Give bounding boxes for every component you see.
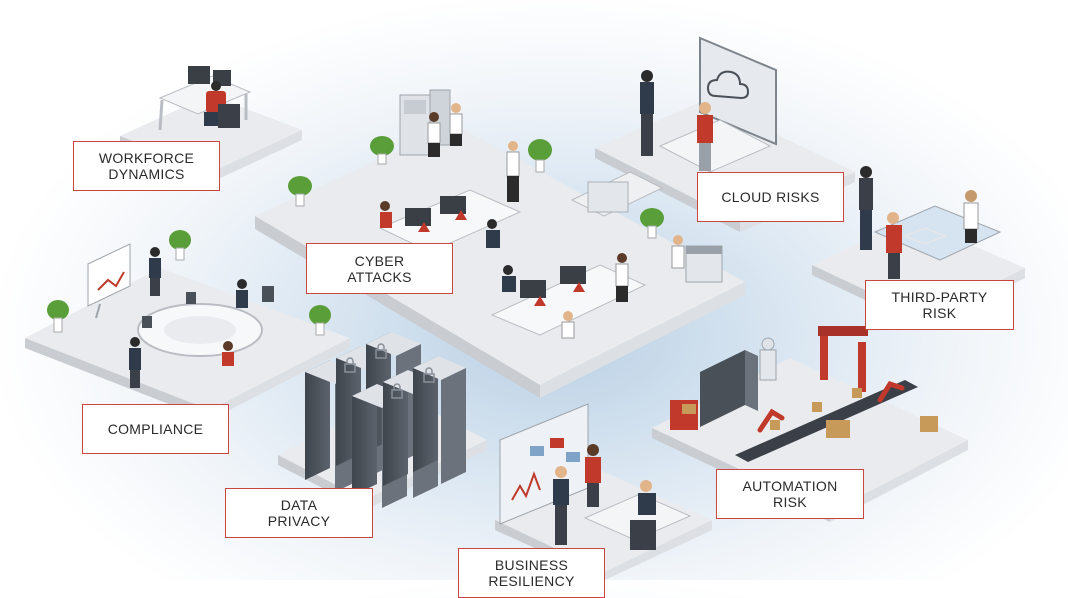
workforce-desk-scene	[158, 66, 252, 131]
isometric-office-illustration	[25, 36, 1025, 580]
compliance-scene	[47, 230, 331, 388]
lock-icon	[391, 383, 403, 399]
lock-icon	[344, 357, 356, 373]
plant-icon	[288, 176, 312, 207]
automation-risk-label: AUTOMATION RISK	[716, 469, 864, 519]
automation-scene	[670, 326, 938, 462]
business-scene	[499, 403, 692, 550]
third-party-risk-label: THIRD-PARTY RISK	[865, 280, 1014, 330]
lock-icon	[375, 343, 387, 359]
data-privacy-label: DATA PRIVACY	[225, 488, 373, 538]
cloud-icon	[706, 70, 750, 100]
compliance-label: COMPLIANCE	[82, 404, 229, 454]
plant-icon	[309, 305, 331, 336]
plant-icon	[370, 136, 394, 165]
third-party-scene	[859, 166, 1002, 279]
data-privacy-servers	[305, 332, 466, 508]
cyber-attacks-label: CYBER ATTACKS	[306, 243, 453, 294]
cloud-scene	[640, 36, 777, 173]
server-rack	[413, 356, 466, 484]
plant-icon	[640, 208, 664, 239]
plant-icon	[528, 139, 552, 173]
plant-icon	[169, 230, 191, 261]
lock-icon	[423, 367, 435, 383]
cloud-risks-label: CLOUD RISKS	[697, 172, 844, 222]
cyber-office-scene	[288, 89, 723, 339]
plant-icon	[47, 300, 69, 333]
workforce-dynamics-label: WORKFORCE DYNAMICS	[73, 141, 220, 191]
business-resiliency-label: BUSINESS RESILIENCY	[458, 548, 605, 598]
